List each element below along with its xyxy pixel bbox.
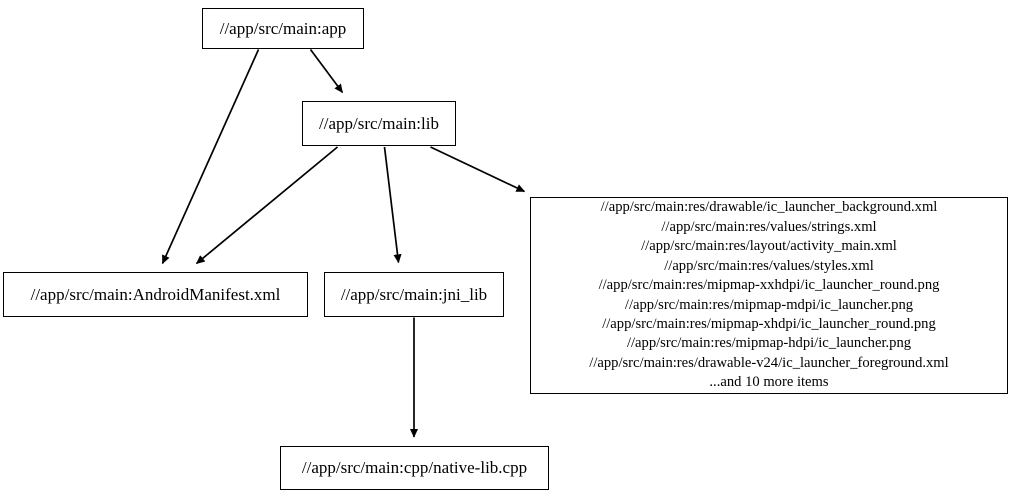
edge-lib-to-manifest	[195, 146, 339, 265]
graph-node-native-lib-cpp[interactable]: //app/src/main:cpp/native-lib.cpp	[280, 446, 549, 490]
graph-node-native-lib-cpp-label: //app/src/main:cpp/native-lib.cpp	[301, 458, 528, 477]
graph-node-lib[interactable]: //app/src/main:lib	[302, 101, 456, 146]
graph-node-app-label: //app/src/main:app	[219, 18, 347, 38]
edge-lib-to-res	[430, 146, 526, 193]
graph-node-android-manifest[interactable]: //app/src/main:AndroidManifest.xml	[3, 272, 308, 317]
graph-node-app[interactable]: //app/src/main:app	[202, 8, 364, 49]
graph-node-res-bundle-label: //app/src/main:res/drawable/ic_launcher_…	[589, 199, 949, 391]
edge-app-to-lib	[309, 48, 344, 94]
graph-node-jni-lib-label: //app/src/main:jni_lib	[340, 284, 488, 304]
graph-node-lib-label: //app/src/main:lib	[319, 113, 439, 133]
graph-node-res-bundle[interactable]: //app/src/main:res/drawable/ic_launcher_…	[530, 197, 1008, 394]
graph-node-jni-lib[interactable]: //app/src/main:jni_lib	[324, 272, 504, 317]
edge-app-to-manifest	[161, 49, 260, 265]
graph-node-android-manifest-label: //app/src/main:AndroidManifest.xml	[30, 284, 281, 304]
edge-lib-to-jni-lib	[383, 146, 402, 264]
